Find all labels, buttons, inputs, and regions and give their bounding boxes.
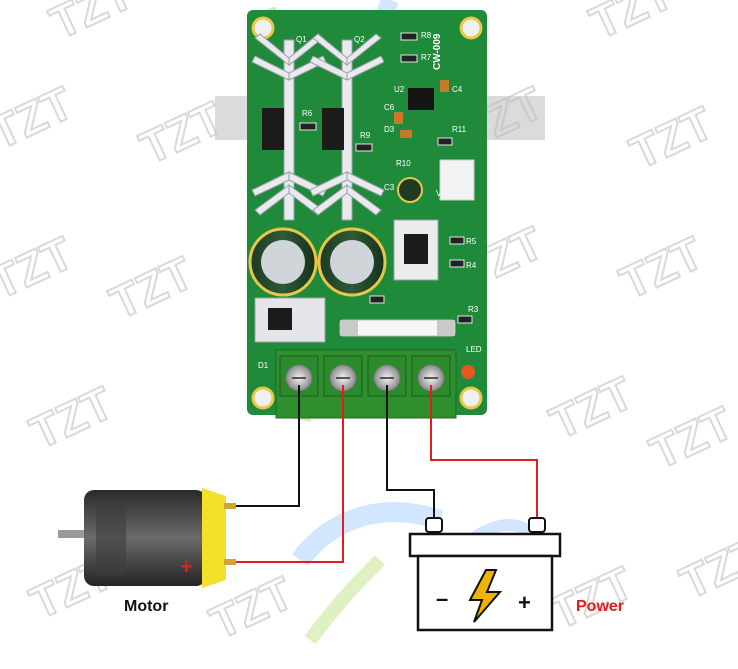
smd-capacitors: [394, 80, 449, 138]
lightning-bolt-icon: [468, 569, 503, 623]
heatsink-q2: [309, 33, 385, 221]
battery: – +: [408, 517, 562, 632]
label-d1: D1: [258, 361, 269, 370]
motor-terminal-negative: [224, 503, 236, 509]
watermark-text: TZT: [582, 0, 680, 49]
label-r3: R3: [468, 305, 479, 314]
battery-terminal-positive: [528, 517, 546, 533]
power-label: Power: [576, 598, 624, 615]
label-r9: R9: [360, 131, 371, 140]
label-r11: R11: [452, 125, 467, 134]
diode-d1: [268, 308, 292, 330]
regulator-heatsink: [393, 219, 439, 281]
watermark-text: TZT: [22, 376, 120, 459]
wire-motor-positive: [228, 385, 344, 563]
wire-battery-positive: [430, 385, 538, 520]
motor-label: Motor: [124, 598, 168, 615]
battery-top: [408, 532, 562, 558]
terminal-2: [323, 355, 363, 397]
mosfet-q2: [322, 108, 344, 150]
label-c3: C3: [384, 183, 395, 192]
status-led: [461, 365, 475, 379]
watermark-text: TZT: [0, 226, 81, 309]
label-q2: Q2: [354, 35, 365, 44]
watermark-text: TZT: [612, 226, 710, 309]
fuse: [339, 319, 456, 337]
mosfet-q1: [262, 108, 284, 150]
label-r5: R5: [466, 237, 477, 246]
board-model-label: CW-009: [432, 33, 443, 70]
label-r10: R10: [396, 159, 411, 168]
watermark-text: TZT: [622, 96, 720, 179]
label-c4: C4: [452, 85, 463, 94]
dc-motor: +: [58, 488, 236, 588]
watermark-text: TZT: [0, 76, 81, 159]
regulator: [404, 234, 428, 264]
mounting-holes: [251, 16, 483, 410]
label-u2: U2: [394, 85, 405, 94]
wire-motor-negative: [228, 385, 300, 507]
battery-minus-sign: –: [436, 586, 448, 611]
capacitor-c3: [397, 177, 423, 203]
watermark-text: TZT: [42, 0, 140, 49]
label-c6: C6: [384, 103, 395, 112]
watermark-text: TZT: [102, 246, 200, 329]
label-r4: R4: [466, 261, 477, 270]
label-r6: R6: [302, 109, 313, 118]
capacitor-right: [317, 227, 387, 297]
capacitor-left: [248, 227, 318, 297]
label-r8: R8: [421, 31, 432, 40]
watermark-text: TZT: [642, 396, 738, 479]
watermark-text: TZT: [672, 526, 738, 609]
motor-shaft: [58, 530, 86, 538]
battery-terminal-negative: [425, 517, 443, 533]
label-led: LED: [466, 345, 482, 354]
battery-plus-sign: +: [518, 590, 531, 615]
screw-terminal-block: [275, 349, 457, 419]
label-r7: R7: [421, 53, 432, 62]
motor-end-cap: [202, 488, 226, 588]
watermark-text: TZT: [542, 366, 640, 449]
motor-terminal-positive: [224, 559, 236, 565]
ic-u2: [408, 88, 434, 110]
connector-vr1: [439, 159, 475, 201]
label-d3: D3: [384, 125, 395, 134]
label-q1: Q1: [296, 35, 307, 44]
smd-resistors: [299, 32, 473, 324]
wires: [228, 385, 538, 563]
wire-battery-negative: [386, 385, 435, 520]
motor-plus-sign: +: [180, 554, 193, 579]
pwm-controller-board: Q1 Q2 U2 R8 R7 R6 R9 R10 R11 C6 C4 C3 D3…: [247, 10, 487, 419]
